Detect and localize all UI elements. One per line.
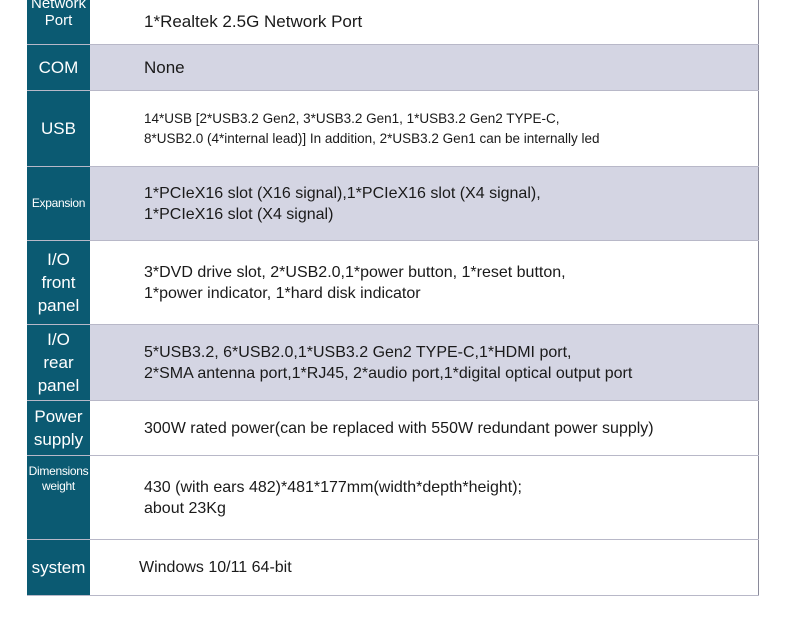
row-value-text: 5*USB3.2, 6*USB2.0,1*USB3.2 Gen2 TYPE-C,… — [144, 343, 633, 382]
row-label: COM — [27, 45, 90, 90]
row-value-text: Windows 10/11 64-bit — [139, 559, 292, 576]
row-value: 3*DVD drive slot, 2*USB2.0,1*power butto… — [90, 241, 759, 324]
row-value: 430 (with ears 482)*481*177mm(width*dept… — [90, 456, 759, 539]
spec-row-dimensions: Dimensions weight 430 (with ears 482)*48… — [27, 456, 759, 540]
row-value-text: 14*USB [2*USB3.2 Gen2, 3*USB3.2 Gen1, 1*… — [144, 110, 600, 146]
row-value: 1*PCIeX16 slot (X16 signal),1*PCIeX16 sl… — [90, 167, 759, 240]
row-label: system — [27, 540, 90, 595]
row-label: Dimensions weight — [27, 456, 90, 539]
row-value-text: 300W rated power(can be replaced with 55… — [144, 419, 654, 437]
row-value-text: 1*PCIeX16 slot (X16 signal),1*PCIeX16 sl… — [144, 184, 541, 223]
row-value: 14*USB [2*USB3.2 Gen2, 3*USB3.2 Gen1, 1*… — [90, 91, 759, 166]
spec-row-io-front: I/O front panel 3*DVD drive slot, 2*USB2… — [27, 241, 759, 325]
row-value-text: None — [144, 57, 185, 77]
row-value: 1*Realtek 2.5G Network Port — [90, 0, 759, 44]
row-label: I/O rear panel — [27, 325, 90, 400]
row-label: Power supply — [27, 401, 90, 455]
spec-row-system: system Windows 10/11 64-bit — [27, 540, 759, 596]
row-label: Expansion — [27, 167, 90, 240]
spec-row-power: Power supply 300W rated power(can be rep… — [27, 401, 759, 456]
row-label: I/O front panel — [27, 241, 90, 324]
spec-row-com: COM None — [27, 45, 759, 91]
spec-row-network-port: Network Port 1*Realtek 2.5G Network Port — [27, 0, 759, 45]
row-label: Network Port — [27, 0, 90, 44]
row-value: 5*USB3.2, 6*USB2.0,1*USB3.2 Gen2 TYPE-C,… — [90, 325, 759, 400]
row-value-text: 430 (with ears 482)*481*177mm(width*dept… — [144, 478, 522, 517]
row-value-text: 3*DVD drive slot, 2*USB2.0,1*power butto… — [144, 263, 566, 302]
row-value: Windows 10/11 64-bit — [90, 540, 759, 595]
row-value: 300W rated power(can be replaced with 55… — [90, 401, 759, 455]
spec-table: Network Port 1*Realtek 2.5G Network Port… — [27, 0, 759, 596]
row-value-text: 1*Realtek 2.5G Network Port — [144, 12, 363, 31]
spec-row-expansion: Expansion 1*PCIeX16 slot (X16 signal),1*… — [27, 167, 759, 241]
row-label: USB — [27, 91, 90, 166]
spec-row-usb: USB 14*USB [2*USB3.2 Gen2, 3*USB3.2 Gen1… — [27, 91, 759, 167]
row-value: None — [90, 45, 759, 90]
spec-row-io-rear: I/O rear panel 5*USB3.2, 6*USB2.0,1*USB3… — [27, 325, 759, 401]
